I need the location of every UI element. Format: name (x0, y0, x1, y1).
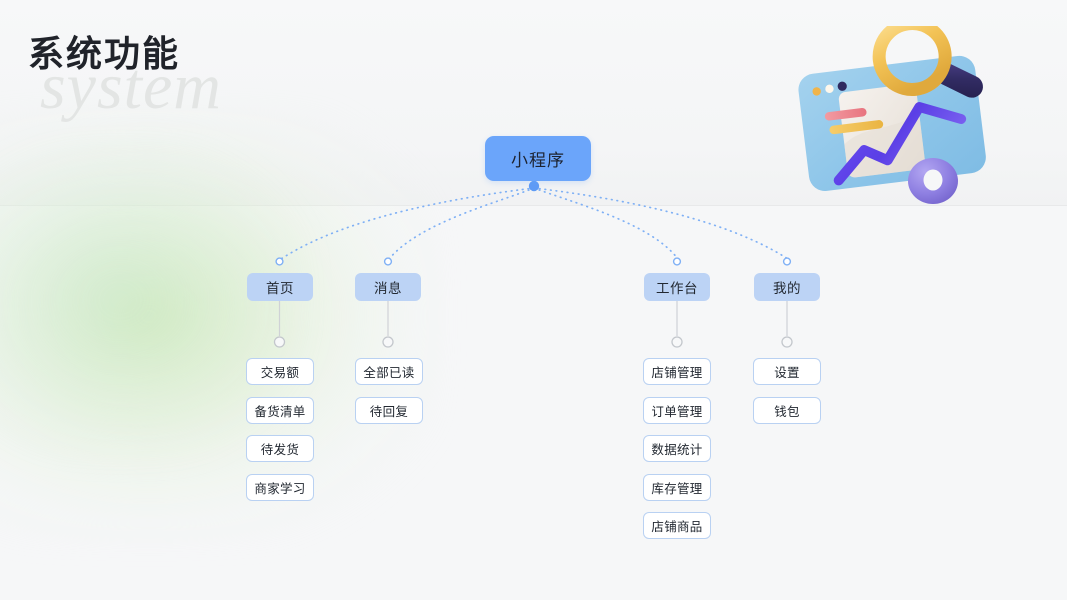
tree-leaf-mine-1[interactable]: 钱包 (753, 397, 821, 424)
window-dot-navy (837, 81, 847, 91)
tree-leaf-home-3[interactable]: 商家学习 (246, 474, 314, 501)
tree-leaf-home-2[interactable]: 待发货 (246, 435, 314, 462)
tree-node-root[interactable]: 小程序 (485, 136, 591, 181)
tree-leaf-workbench-1[interactable]: 订单管理 (643, 397, 711, 424)
background-green-glow (0, 110, 440, 540)
tree-leaf-workbench-3[interactable]: 库存管理 (643, 474, 711, 501)
tree-leaf-workbench-0[interactable]: 店铺管理 (643, 358, 711, 385)
page-title: 系统功能 (28, 33, 181, 74)
tree-leaf-workbench-4[interactable]: 店铺商品 (643, 512, 711, 539)
analytics-illustration (795, 17, 1030, 206)
page-title-ghost: system (40, 50, 222, 123)
tree-leaf-mine-0[interactable]: 设置 (753, 358, 821, 385)
window-dot-white (825, 84, 834, 94)
tree-leaf-home-1[interactable]: 备货清单 (246, 397, 314, 424)
tree-leaf-message-0[interactable]: 全部已读 (355, 358, 423, 385)
yellow-bar (829, 120, 884, 135)
purple-line-chart (833, 102, 967, 186)
tree-node-branch-home[interactable]: 首页 (247, 273, 313, 301)
tree-leaf-workbench-2[interactable]: 数据统计 (643, 435, 711, 462)
tree-node-branch-workbench[interactable]: 工作台 (644, 273, 710, 301)
tree-node-branch-message[interactable]: 消息 (355, 273, 421, 301)
page-title-block: system 系统功能 (28, 28, 448, 138)
window-dot-orange (812, 87, 821, 96)
tree-leaf-message-1[interactable]: 待回复 (355, 397, 423, 424)
tree-leaf-home-0[interactable]: 交易额 (246, 358, 314, 385)
pink-bar (824, 107, 867, 121)
tree-node-branch-mine[interactable]: 我的 (754, 273, 820, 301)
purple-torus-ring (908, 158, 958, 204)
